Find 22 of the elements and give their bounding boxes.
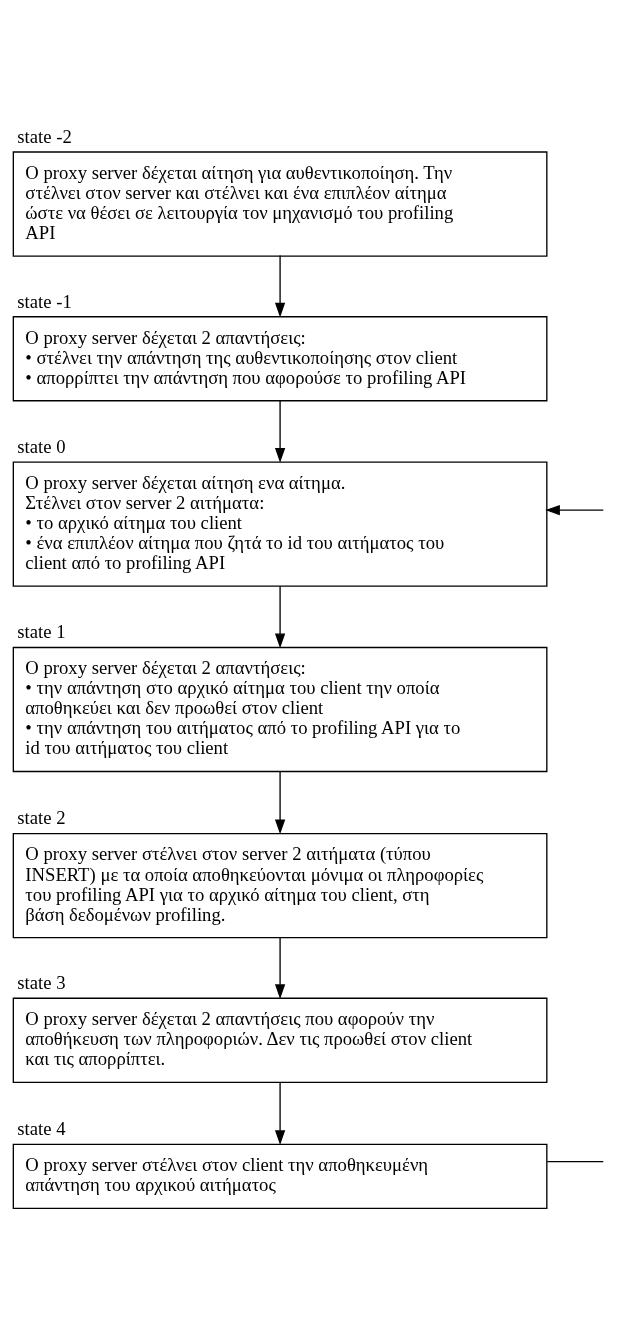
- node-box: Ο proxy server δέχεται 2 απαντήσεις: • την απάντηση στο αρχικό αίτημα του client την οποία αποθηκεύει και δεν προωθεί στον client • την απάντηση του αιτήματος από το profiling API για το id του αιτήματος του client: [12, 646, 548, 772]
- arrow: [274, 770, 286, 834]
- arrow: [274, 1081, 286, 1145]
- connector: [546, 1160, 604, 1162]
- node-label: state 4: [17, 1117, 66, 1139]
- node-label: state -1: [17, 290, 72, 312]
- node-box: Ο proxy server στέλνει στον server 2 αιτήματα (τύπου INSERT) με τα οποία αποθηκεύονται μόνιμα οι πληροφορίες του profiling API για το αρχικό αίτημα του client, στη βάση δεδομένων profiling.: [12, 832, 548, 938]
- node-label: state -2: [17, 125, 72, 147]
- node-box: Ο proxy server δέχεται αίτηση ενα αίτημα. Στέλνει στον server 2 αιτήματα: • το αρχικό αίτημα του client • ένα επιπλέον αίτημα που ζητά το id του αιτήματος του client από το profiling API: [12, 460, 548, 587]
- node-box: Ο proxy server δέχεται αίτηση για αυθεντικοποίηση. Την στέλνει στον server και στέλνει και ένα επιπλέον αίτημα ώστε να θέσει σε λειτουργία τον μηχανισμό του profiling API: [12, 150, 548, 257]
- node-box: Ο proxy server στέλνει στον client την αποθηκευμένη απάντηση του αρχικού αιτήματος: [12, 1143, 548, 1209]
- arrow: [274, 254, 286, 317]
- node-label: state 3: [17, 971, 66, 993]
- arrow: [274, 584, 286, 648]
- arrow: [274, 399, 286, 463]
- node-label: state 2: [17, 806, 66, 828]
- arrow: [274, 935, 286, 999]
- node-box: Ο proxy server δέχεται 2 απαντήσεις: • στέλνει την απάντηση της αυθεντικοποίησης στον client • απορρίπτει την απάντηση που αφορούσε το profiling API: [12, 315, 548, 401]
- node-box: Ο proxy server δέχεται 2 απαντήσεις που αφορούν την αποθήκευση των πληροφοριών. Δεν τις προωθεί στον client και τις απορρίπτει.: [12, 997, 548, 1083]
- node-label: state 0: [17, 435, 66, 457]
- arrow: [545, 504, 604, 515]
- node-label: state 1: [17, 620, 66, 642]
